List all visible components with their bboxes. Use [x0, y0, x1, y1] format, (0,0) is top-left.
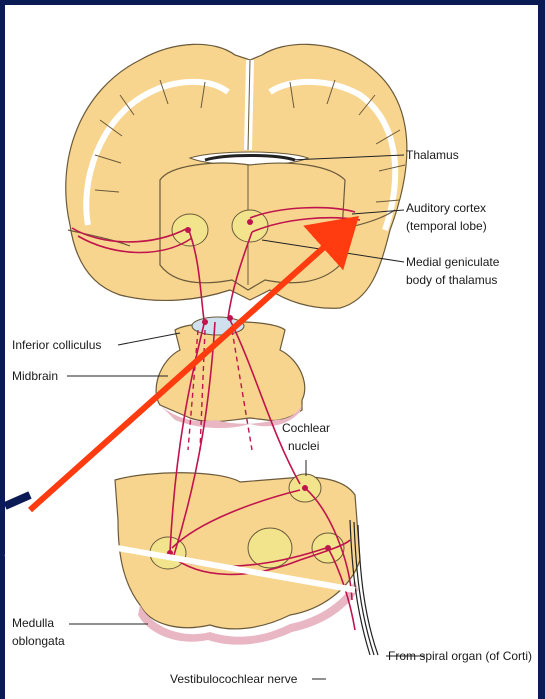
right-border: [538, 5, 545, 699]
label-cochlear: Cochlear: [282, 421, 330, 435]
label-nuclei: nuclei: [288, 439, 319, 453]
label-body-of-thalamus: body of thalamus: [406, 273, 497, 287]
label-spiral-organ: From spiral organ (of Corti): [388, 649, 532, 663]
label-medial-geniculate: Medial geniculate: [406, 255, 500, 269]
label-temporal-lobe: (temporal lobe): [406, 219, 487, 233]
label-auditory-cortex: Auditory cortex: [406, 201, 486, 215]
label-vestibulocochlear-nerve: Vestibulocochlear nerve: [170, 672, 298, 686]
medulla: [115, 473, 360, 645]
label-oblongata: oblongata: [12, 634, 65, 648]
label-inferior-colliculus: Inferior colliculus: [12, 338, 101, 352]
label-thalamus: Thalamus: [406, 148, 459, 162]
cerebrum: [66, 44, 407, 308]
label-medulla: Medulla: [12, 616, 54, 630]
label-midbrain: Midbrain: [12, 369, 58, 383]
